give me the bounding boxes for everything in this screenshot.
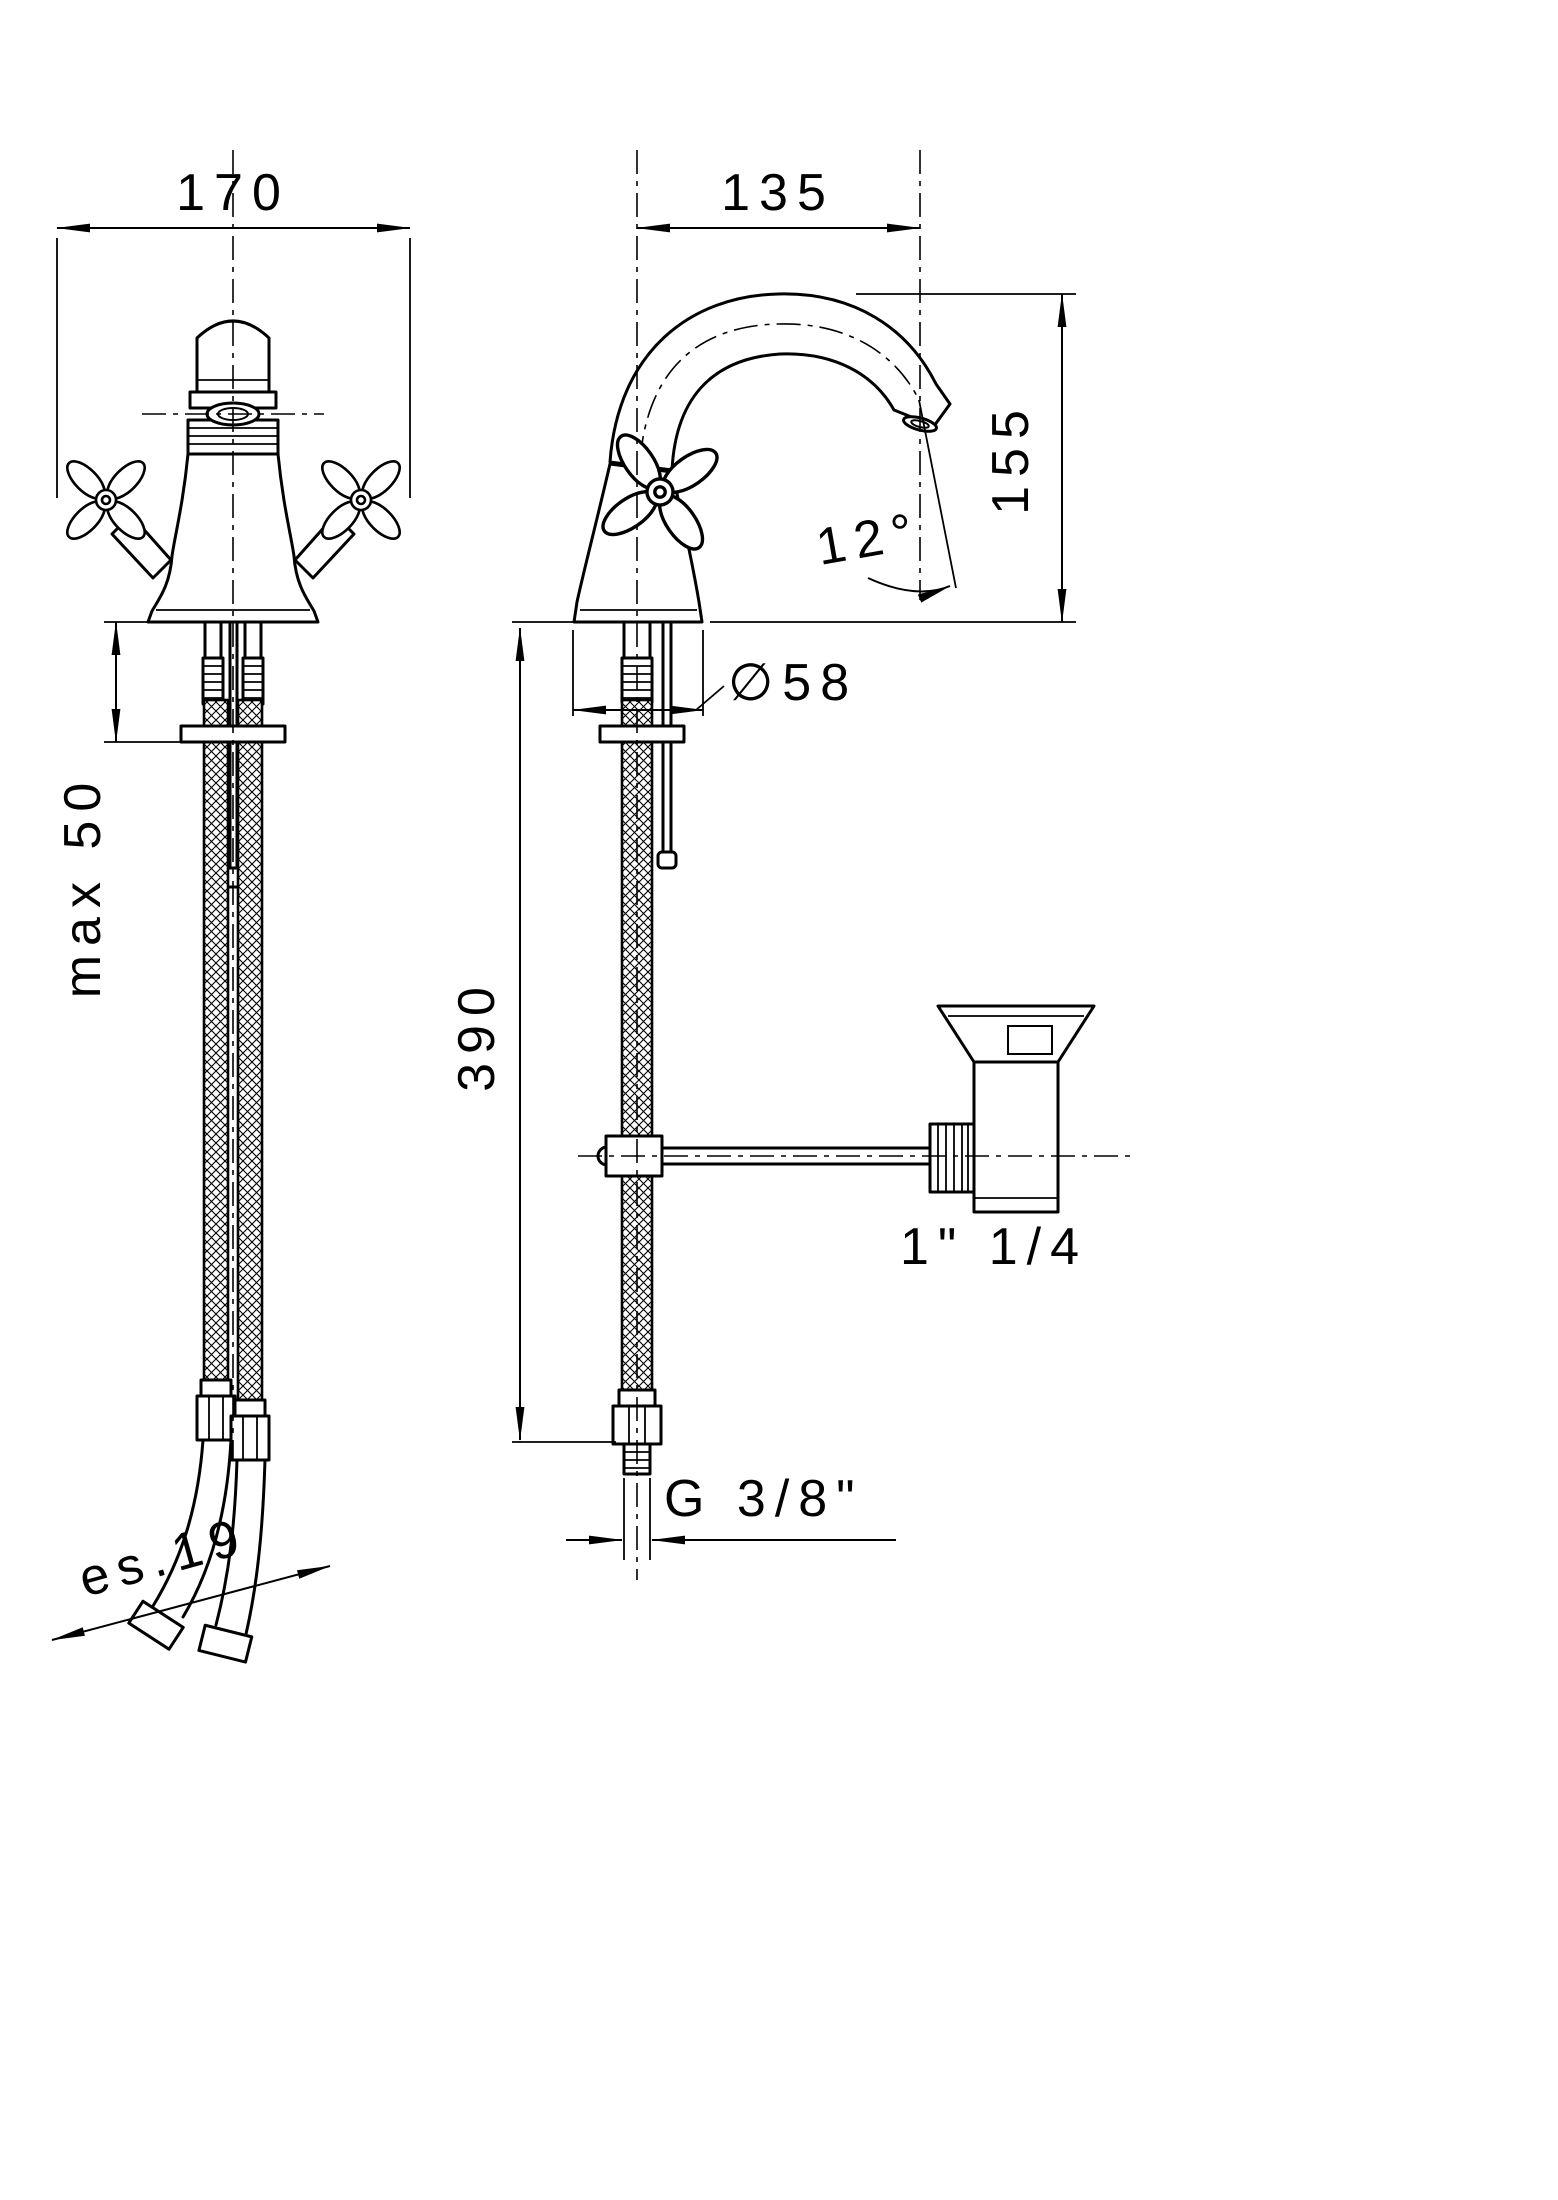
front-handle-left bbox=[59, 453, 173, 580]
front-spout bbox=[186, 319, 280, 456]
dim-label-base-diameter: ∅58 bbox=[728, 654, 858, 712]
dim-label-overall-height: 390 bbox=[448, 978, 506, 1092]
dim-label-deck-max: max 50 bbox=[54, 774, 112, 999]
hose-nut-right bbox=[197, 1623, 254, 1664]
dim-label-waste-size: 1" 1/4 bbox=[900, 1218, 1088, 1276]
dim-label-side-depth: 135 bbox=[721, 164, 835, 222]
popup-waste-assembly bbox=[928, 1004, 1096, 1214]
dim-label-front-width: 170 bbox=[176, 164, 290, 222]
front-view bbox=[59, 319, 408, 1664]
dim-label-spout-height: 155 bbox=[982, 401, 1040, 515]
dim-hose-hex: es.19 bbox=[51, 1507, 331, 1641]
side-popup-rod bbox=[656, 620, 678, 870]
dim-base-diameter: ∅58 bbox=[572, 630, 858, 716]
dim-deck-max: max 50 bbox=[54, 621, 183, 999]
dim-overall-height: 390 bbox=[448, 621, 616, 1443]
dim-waste-size: 1" 1/4 bbox=[900, 1218, 1088, 1276]
centerlines bbox=[142, 150, 1135, 1580]
dim-label-spout-angle: 12° bbox=[812, 502, 926, 577]
side-spout bbox=[608, 292, 952, 472]
front-handle-right bbox=[293, 453, 408, 580]
dim-side-depth: 135 bbox=[636, 164, 921, 233]
dim-supply-thread: G 3/8" bbox=[566, 1470, 896, 1560]
spout-centerline bbox=[639, 323, 919, 461]
dim-spout-height: 155 bbox=[710, 293, 1076, 623]
hose-nut-left bbox=[127, 1599, 185, 1651]
dim-label-supply-thread: G 3/8" bbox=[664, 1470, 864, 1528]
side-mounting-flange bbox=[598, 724, 686, 744]
dim-front-width: 170 bbox=[56, 164, 411, 498]
